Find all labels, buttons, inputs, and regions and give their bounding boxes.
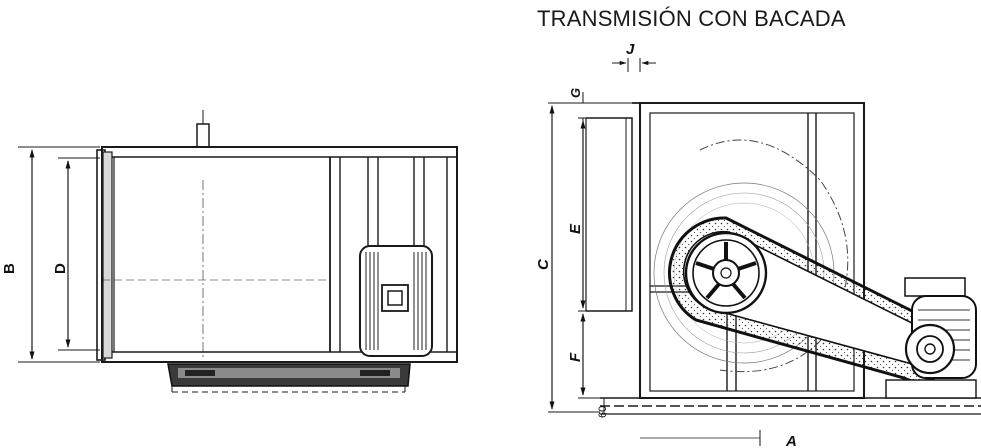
side-belt-guard — [167, 363, 411, 393]
dimension-60-label: 60 — [597, 406, 609, 418]
dimension-f-label: F — [567, 352, 584, 362]
dimension-b: B — [1, 146, 100, 363]
dimension-g-label: G — [568, 88, 583, 98]
dimension-j: J — [612, 41, 656, 72]
fan-pulley — [684, 231, 768, 315]
base-rail — [600, 397, 981, 415]
dimension-c-label: C — [535, 258, 552, 270]
motor-pulley — [904, 323, 956, 375]
side-housing — [96, 110, 458, 363]
front-view: J C G E F 60 A — [535, 41, 981, 448]
dimension-a-label: A — [785, 433, 797, 448]
dimension-e-label: E — [567, 223, 584, 234]
dimension-d: D — [52, 157, 100, 351]
dimension-d-label: D — [52, 263, 69, 274]
dimension-j-label: J — [626, 41, 635, 58]
drawing-title: TRANSMISIÓN CON BACADA — [537, 6, 846, 31]
side-motor — [359, 245, 433, 357]
side-view: B D — [1, 110, 458, 393]
dimension-b-label: B — [1, 263, 18, 274]
